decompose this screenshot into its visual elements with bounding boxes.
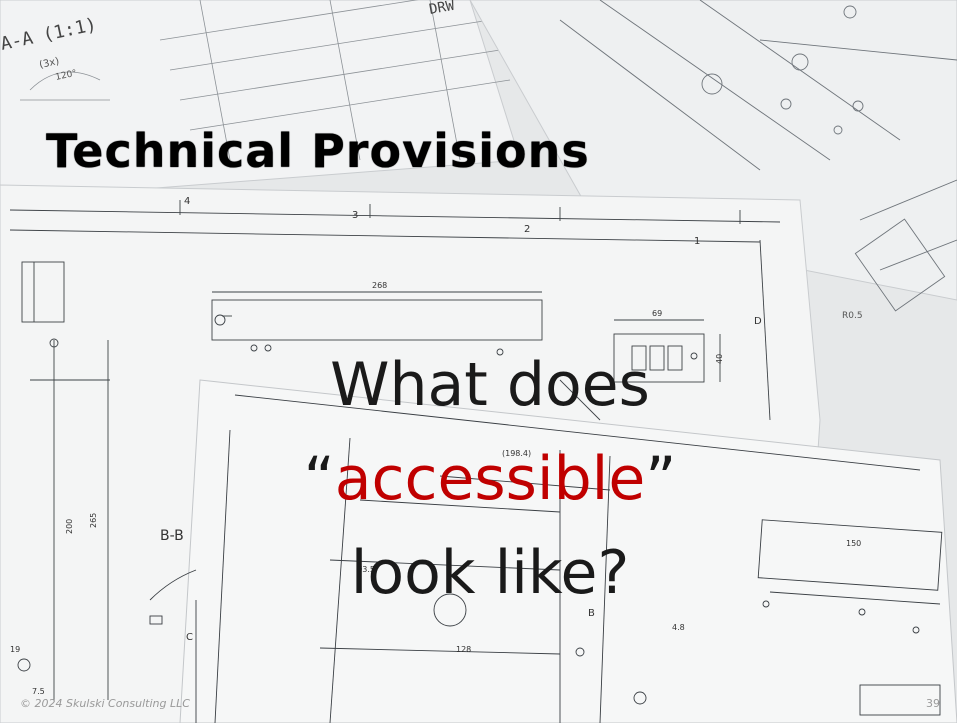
quote-close: ” (645, 444, 677, 514)
label-dim-48: 4.8 (672, 623, 685, 632)
label-dim-dia35: Ø3.5 (356, 564, 375, 574)
drawing-sheet-front: (198.4) 150 128 Ø3.5 4.8 C B (149, 379, 957, 723)
label-dim-19: 19 (10, 645, 20, 654)
drawing-sheet-top-right: R0.5 (469, 0, 957, 321)
label-col-1: 1 (694, 236, 700, 247)
label-row-d: D (754, 316, 762, 327)
label-dim-150: 150 (846, 539, 861, 548)
label-dim-268: 268 (372, 281, 387, 290)
question-line-2: “accessible” (210, 432, 770, 526)
slide-page-number: 39 (926, 697, 940, 710)
slide-title: Technical Provisions (46, 124, 590, 178)
slide-question: What does “accessible” look like? (210, 338, 770, 620)
label-scale: (3x) (38, 56, 60, 71)
label-dim-265: 265 (89, 513, 98, 528)
label-r05: R0.5 (842, 311, 863, 321)
question-line-1: What does (330, 350, 650, 420)
label-dim-75: 7.5 (32, 687, 45, 696)
label-dim-198: (198.4) (502, 449, 531, 458)
label-row-c: C (186, 632, 193, 643)
label-col-2: 2 (524, 224, 530, 235)
quote-open: “ (303, 444, 335, 514)
question-line-3: look like? (350, 538, 630, 608)
label-title-block: DRW (428, 0, 456, 18)
label-angle: 120° (55, 69, 78, 83)
label-dim-69: 69 (652, 309, 662, 318)
label-dim-128: 128 (456, 645, 471, 654)
slide-footer: © 2024 Skulski Consulting LLC (20, 697, 190, 710)
label-col-4: 4 (184, 196, 190, 207)
label-row-b: B (588, 608, 595, 619)
accent-word: accessible (334, 444, 646, 514)
label-section-bb: B-B (160, 528, 184, 544)
label-dim-40: 40 (715, 354, 724, 364)
drawing-sheet-top-left: A-A (1:1) (3x) 120° DRW (0, 0, 521, 201)
label-col-3: 3 (352, 210, 358, 221)
label-dim-200: 200 (65, 519, 74, 534)
